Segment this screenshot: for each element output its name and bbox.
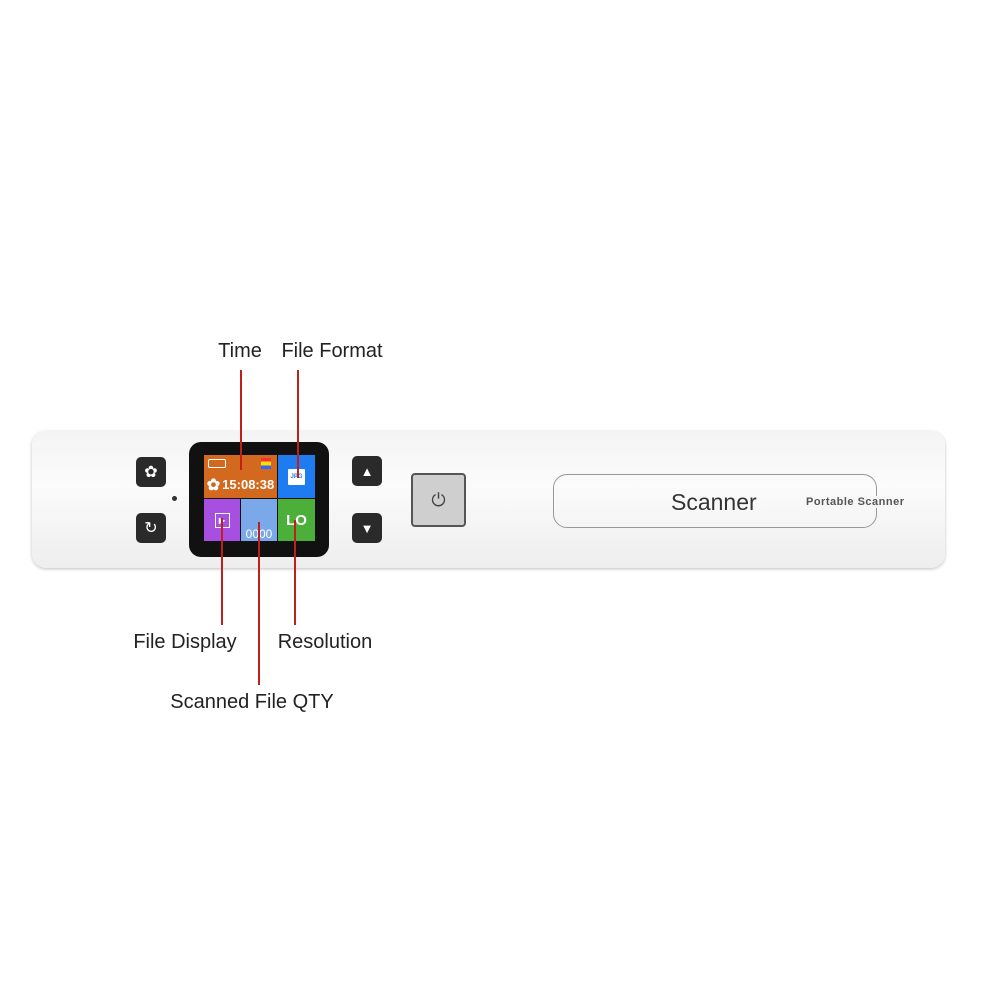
callout-scanned-qty: Scanned File QTY xyxy=(170,691,334,713)
battery-icon xyxy=(208,459,226,468)
callout-file-format: File Format xyxy=(281,340,383,362)
gear-icon: ✿ xyxy=(206,476,221,494)
refresh-icon: ↻ xyxy=(144,520,158,537)
time-tile: ✿15:08:38 xyxy=(204,455,277,498)
callout-line-resolution xyxy=(294,520,296,625)
callout-line-display xyxy=(221,518,223,625)
callout-line-format xyxy=(297,370,299,478)
resolution-value: LO xyxy=(286,511,307,529)
triangle-up-icon: ▲ xyxy=(360,463,374,479)
time-value: 15:08:38 xyxy=(222,477,275,492)
color-mode-icon xyxy=(261,458,271,469)
brand-label: Scanner xyxy=(671,489,757,515)
file-format-value: JPG xyxy=(288,468,305,485)
power-icon: ⏻ xyxy=(431,489,446,510)
settings-button[interactable]: ✿ xyxy=(136,457,166,487)
gear-icon: ✿ xyxy=(144,464,158,481)
callout-resolution: Resolution xyxy=(277,631,373,653)
return-button[interactable]: ↻ xyxy=(136,513,166,543)
callout-file-display: File Display xyxy=(133,631,237,653)
subtitle-label: Portable Scanner xyxy=(806,496,905,508)
format-tile[interactable]: JPG xyxy=(278,455,315,498)
callout-line-qty xyxy=(258,522,260,685)
callout-time: Time xyxy=(218,340,262,362)
down-button[interactable]: ▼ xyxy=(352,513,382,543)
power-button[interactable]: ⏻ xyxy=(411,473,466,527)
scanner-body xyxy=(32,431,945,568)
resolution-tile[interactable]: LO xyxy=(278,499,315,541)
up-button[interactable]: ▲ xyxy=(352,456,382,486)
callout-line-time xyxy=(240,370,242,470)
indicator-led xyxy=(172,496,177,501)
triangle-down-icon: ▼ xyxy=(360,520,374,536)
